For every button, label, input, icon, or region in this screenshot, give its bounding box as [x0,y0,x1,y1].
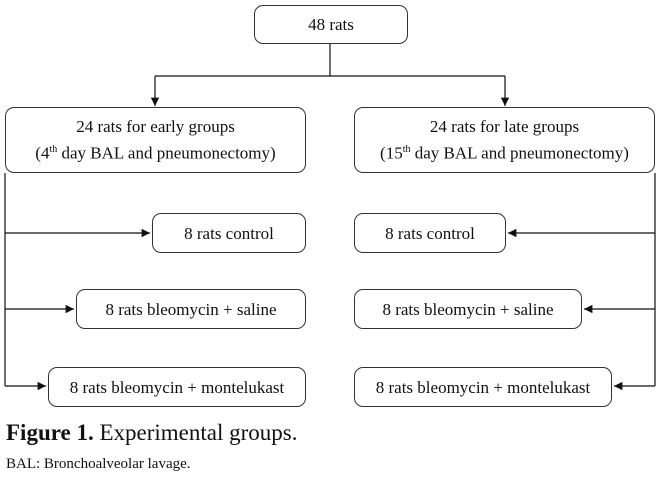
box-early-groups: 24 rats for early groups (4th day BAL an… [5,107,306,173]
late-line1: 24 rats for late groups [429,117,580,137]
box-left-saline: 8 rats bleomycin + saline [76,289,306,329]
box-48-rats: 48 rats [254,5,408,44]
figure-title: Experimental groups. [93,420,298,445]
left-montelukast-label: 8 rats bleomycin + montelukast [69,377,285,397]
connector-lines [4,44,656,391]
box-48-rats-label: 48 rats [308,15,354,34]
early-line2: (4th day BAL and pneumonectomy) [35,143,276,163]
early-line1: 24 rats for early groups [76,117,235,137]
flow-diagram: 48 rats 24 rats for early groups (4th da… [4,5,656,407]
box-late-groups: 24 rats for late groups (15th day BAL an… [354,107,655,173]
box-left-montelukast: 8 rats bleomycin + montelukast [48,367,306,407]
box-right-saline: 8 rats bleomycin + saline [354,289,582,329]
late-line2: (15th day BAL and pneumonectomy) [380,143,629,163]
box-right-montelukast: 8 rats bleomycin + montelukast [354,367,612,407]
right-control-label: 8 rats control [385,223,475,243]
figure-caption: Figure 1. Experimental groups. [6,420,298,446]
abbreviation-note: BAL: Bronchoalveolar lavage. [6,456,191,472]
left-control-label: 8 rats control [184,223,274,243]
box-right-control: 8 rats control [354,213,506,253]
figure-label: Figure 1. [6,420,94,445]
box-left-control: 8 rats control [152,213,306,253]
right-montelukast-label: 8 rats bleomycin + montelukast [375,377,591,397]
left-saline-label: 8 rats bleomycin + saline [105,299,277,319]
right-saline-label: 8 rats bleomycin + saline [382,299,554,319]
